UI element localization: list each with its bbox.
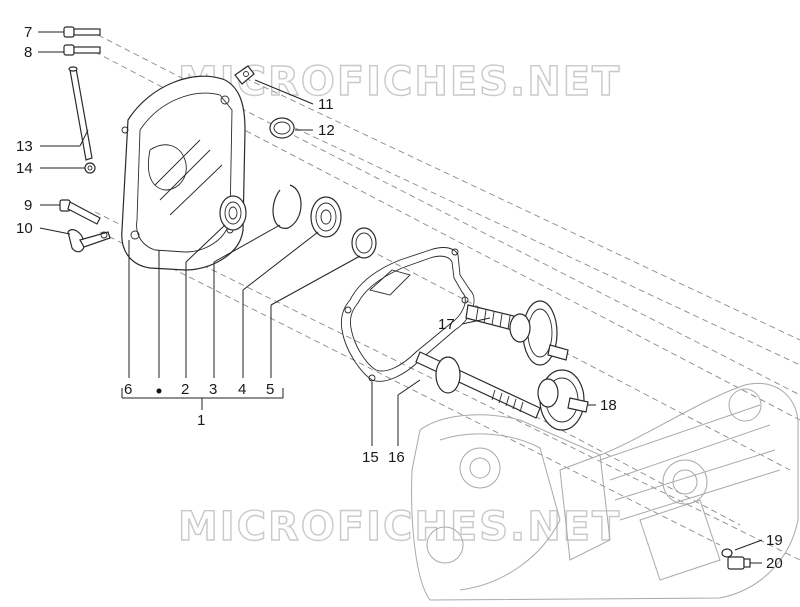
callout-8: 8 [24, 44, 32, 61]
callout-17: 17 [438, 316, 455, 333]
oil-seal-5 [351, 227, 377, 259]
bracket-10 [67, 229, 111, 253]
callout-15: 15 [362, 449, 379, 466]
dowel-pin-13 [68, 66, 93, 161]
cap-12 [269, 117, 295, 139]
engine-case-outline [411, 383, 799, 601]
callout-10: 10 [16, 220, 33, 237]
transmission-cover [121, 75, 246, 271]
callout-19: 19 [766, 532, 783, 549]
watermark-top: MICROFICHES.NET [178, 59, 621, 105]
bearing-2 [219, 195, 247, 231]
reference-dot [156, 388, 162, 394]
callout-20: 20 [766, 555, 783, 572]
bearing-4 [310, 196, 342, 238]
gear-18 [537, 369, 589, 431]
callout-6: 6 [124, 381, 132, 398]
callout-5: 5 [266, 381, 274, 398]
callout-7: 7 [24, 24, 32, 41]
clip-11 [234, 65, 255, 85]
gear-shaft-17 [465, 300, 569, 366]
callout-13: 13 [16, 138, 33, 155]
callout-4: 4 [238, 381, 246, 398]
callout-3: 3 [209, 381, 217, 398]
bolt-7 [63, 26, 101, 38]
leader-lines [38, 31, 763, 564]
gasket-15 [340, 247, 475, 382]
watermark-bottom: MICROFICHES.NET [178, 504, 621, 550]
callout-11: 11 [318, 96, 334, 113]
callout-1: 1 [197, 412, 205, 429]
callout-2: 2 [181, 381, 189, 398]
bolt-9 [59, 199, 101, 225]
drain-plug-20 [727, 556, 751, 570]
bolt-8 [63, 44, 101, 56]
washer-19 [721, 548, 733, 558]
callout-12: 12 [318, 122, 335, 139]
callout-18: 18 [600, 397, 617, 414]
callout-14: 14 [16, 160, 33, 177]
clip-14 [84, 162, 96, 174]
shaft-16 [415, 351, 541, 419]
callout-16: 16 [388, 449, 405, 466]
callout-9: 9 [24, 197, 32, 214]
circlip-3 [272, 184, 302, 229]
